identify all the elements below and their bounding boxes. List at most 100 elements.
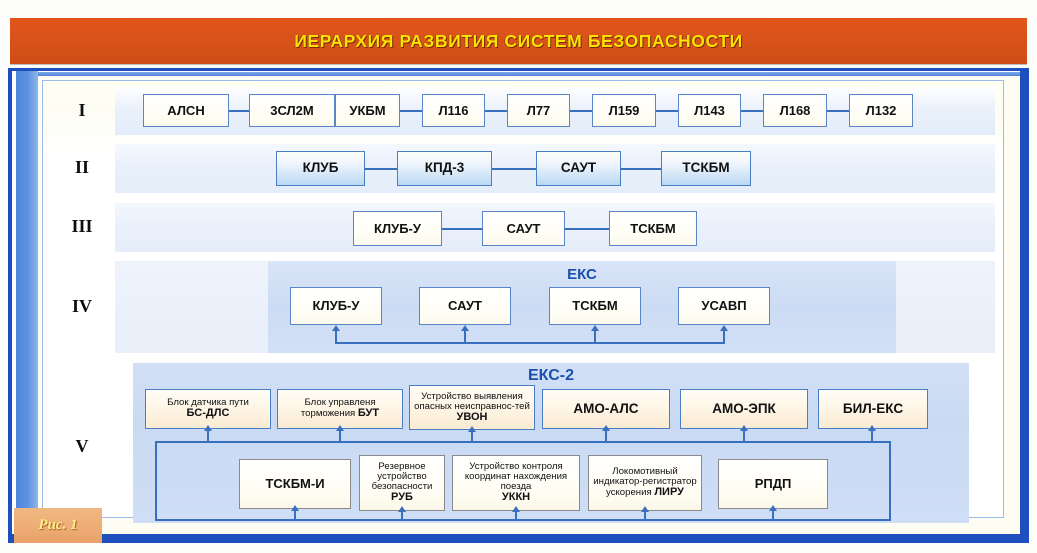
node-rub-desc: Резервное устройство безопасности	[371, 461, 433, 493]
bus-side-5-right	[889, 441, 891, 521]
node-uvon[interactable]: Устройство выявления опасных неисправнос…	[409, 385, 535, 430]
level-numeral-3: III	[71, 216, 93, 236]
bus-arrow-5-t4	[602, 425, 610, 431]
bus-arrow-4-1	[332, 325, 340, 331]
node-liru-abbr: ЛИРУ	[654, 486, 684, 499]
node-amo-als[interactable]: АМО-АЛС	[542, 389, 670, 429]
node-tskbm-4[interactable]: ТСКБМ	[549, 287, 641, 325]
node-tskbm-i[interactable]: ТСКБМ-И	[239, 459, 351, 509]
level-numeral-2: II	[74, 157, 89, 177]
frame-left-bar	[12, 71, 38, 534]
node-rub-abbr: РУБ	[391, 491, 413, 504]
node-l132[interactable]: Л132	[849, 94, 913, 127]
connector-1-5	[570, 110, 592, 112]
bus-arrow-5-t3	[468, 426, 476, 432]
connector-1-1	[229, 110, 249, 112]
group-label-eks: ЕКС	[567, 266, 597, 283]
figure-caption: Рис. 1	[14, 508, 102, 543]
node-l77[interactable]: Л77	[507, 94, 570, 127]
connector-2-1	[365, 168, 397, 170]
bus-drop-5-b3	[515, 511, 517, 520]
node-liru[interactable]: Локомотивный индикатор-регистратор ускор…	[588, 455, 702, 511]
bus-drop-5-t2	[339, 430, 341, 442]
node-ukkn-desc: Устройство контроля координат нахождения…	[464, 461, 568, 493]
connector-3-2	[565, 228, 609, 230]
connector-2-2	[492, 168, 536, 170]
node-l116[interactable]: Л116	[422, 94, 485, 127]
node-saut[interactable]: САУТ	[536, 151, 621, 186]
bus-drop-4-3	[594, 331, 596, 343]
bus-arrow-5-t5	[740, 425, 748, 431]
node-klub-u-4[interactable]: КЛУБ-У	[290, 287, 382, 325]
page-title: ИЕРАРХИЯ РАЗВИТИЯ СИСТЕМ БЕЗОПАСНОСТИ	[294, 30, 743, 51]
connector-3-1	[442, 228, 482, 230]
node-l159[interactable]: Л159	[592, 94, 656, 127]
diagram-frame: I II III IV V АЛСН 3СЛ2М УКБМ	[8, 68, 1029, 543]
group-label-eks-2: ЕКС-2	[527, 367, 574, 384]
node-saut-3[interactable]: САУТ	[482, 211, 565, 246]
node-klub-u-3[interactable]: КЛУБ-У	[353, 211, 442, 246]
bus-drop-5-t3	[471, 431, 473, 442]
connector-1-6	[656, 110, 678, 112]
level-numeral-4: IV	[71, 296, 92, 316]
bus-side-5-left	[155, 441, 157, 521]
frame-top-strip	[12, 71, 1020, 76]
node-bil-eks[interactable]: БИЛ-ЕКС	[818, 389, 928, 429]
connector-1-4	[485, 110, 507, 112]
bus-arrow-5-t1	[204, 425, 212, 431]
bus-drop-5-b5	[772, 510, 774, 520]
node-but-desc: Блок управленя торможения	[300, 397, 376, 420]
title-banner: ИЕРАРХИЯ РАЗВИТИЯ СИСТЕМ БЕЗОПАСНОСТИ	[10, 18, 1027, 64]
diagram-panel: I II III IV V АЛСН 3СЛ2М УКБМ	[42, 80, 1004, 523]
bus-drop-4-4	[723, 331, 725, 343]
bus-drop-4-1	[335, 331, 337, 343]
diagram-canvas: I II III IV V АЛСН 3СЛ2М УКБМ	[43, 81, 1003, 523]
node-l143[interactable]: Л143	[678, 94, 741, 127]
bus-arrow-4-2	[461, 325, 469, 331]
bus-line-5-bottom	[155, 519, 891, 521]
level-numeral-5: V	[75, 436, 89, 456]
node-tskbm[interactable]: ТСКБМ	[661, 151, 751, 186]
bus-drop-5-b2	[401, 511, 403, 520]
node-amo-epk[interactable]: АМО-ЭПК	[680, 389, 808, 429]
node-rpdp[interactable]: РПДП	[718, 459, 828, 509]
bus-arrow-5-t2	[336, 425, 344, 431]
bus-arrow-4-4	[720, 325, 728, 331]
node-3sl2m[interactable]: 3СЛ2М	[249, 94, 335, 127]
bus-line-5-top	[155, 441, 891, 443]
bus-drop-5-t6	[871, 430, 873, 442]
frame-inner-fill: I II III IV V АЛСН 3СЛ2М УКБМ	[12, 71, 1020, 534]
node-ukkn-abbr: УККН	[501, 491, 531, 504]
connector-1-7	[741, 110, 763, 112]
bus-arrow-5-t6	[868, 425, 876, 431]
bus-arrow-5-b4	[641, 506, 649, 512]
node-saut-4[interactable]: САУТ	[419, 287, 511, 325]
node-alsn[interactable]: АЛСН	[143, 94, 229, 127]
connector-2-3	[621, 168, 661, 170]
bus-drop-5-t1	[207, 430, 209, 442]
node-ukkn[interactable]: Устройство контроля координат нахождения…	[452, 455, 580, 511]
node-but[interactable]: Блок управленя торможения БУТ	[277, 389, 403, 429]
node-kpd3[interactable]: КПД-3	[397, 151, 492, 186]
bus-arrow-5-b2	[398, 506, 406, 512]
bus-drop-5-t5	[743, 430, 745, 442]
node-uvon-desc: Устройство выявления опасных неисправнос…	[414, 390, 530, 412]
node-l168[interactable]: Л168	[763, 94, 827, 127]
bus-arrow-5-b3	[512, 506, 520, 512]
node-klub[interactable]: КЛУБ	[276, 151, 365, 186]
node-tskbm-3[interactable]: ТСКБМ	[609, 211, 697, 246]
node-usavp-4[interactable]: УСАВП	[678, 287, 770, 325]
bus-drop-5-b1	[294, 510, 296, 520]
node-bs-dls-desc: Блок датчика пути	[167, 397, 249, 409]
bus-arrow-4-3	[591, 325, 599, 331]
node-ukbm[interactable]: УКБМ	[335, 94, 400, 127]
node-but-abbr: БУТ	[357, 407, 380, 420]
bus-line-4	[335, 342, 725, 344]
bus-arrow-5-b5	[769, 505, 777, 511]
connector-1-8	[827, 110, 849, 112]
bus-drop-5-b4	[644, 511, 646, 520]
node-liru-desc: Локомотивный индикатор-регистратор ускор…	[593, 466, 697, 499]
